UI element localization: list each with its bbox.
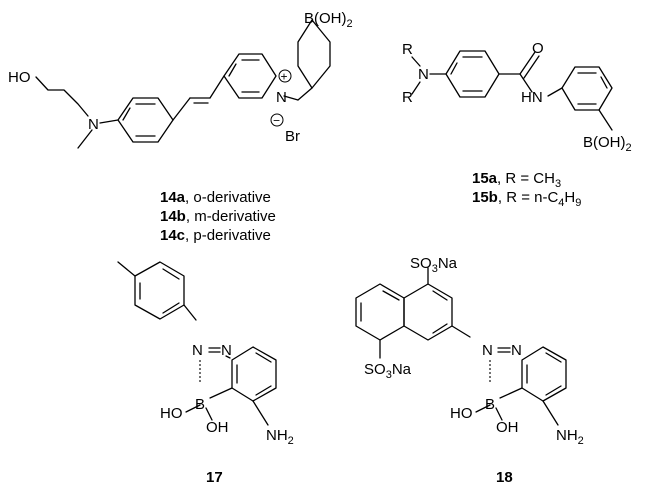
c18-boron-label: B [485,396,495,413]
c14-minus-charge-circle [270,113,284,127]
c17-boron-label: B [195,396,205,413]
c14-amine-n-label: N [88,116,99,133]
compound-17-structure [117,261,277,426]
c15-amine-n-label: N [418,66,429,83]
compound-15-structure [411,50,613,131]
c17-n1-label: N [192,342,203,359]
c17-oh-label: OH [206,419,229,436]
c15-r2-label: R [402,89,413,106]
c18-so3na-bottom-label: SO3Na [364,361,412,381]
c17-nh2-label: NH2 [266,427,294,447]
c14-ho-label: HO [8,69,31,86]
c17-ho-label: HO [160,405,183,422]
caption-17: 17 [206,469,223,486]
c14-minus-charge: − [273,114,280,128]
c14-plus-charge-circle [278,69,292,83]
c15-r1-label: R [402,41,413,58]
c18-nh2-label: NH2 [556,427,584,447]
c14-plus-charge: + [281,70,288,84]
caption-14b: 14b, m-derivative [160,208,276,225]
c15-boronic-label: B(OH)2 [583,134,632,154]
c15-carbonyl-o-label: O [532,40,544,57]
c18-n1-label: N [482,342,493,359]
c14-bromide-label: Br [285,128,300,145]
caption-14a: 14a, o-derivative [160,189,271,206]
caption-15b: 15b, R = n-C4H9 [472,189,581,209]
c14-pyridinium-n-label: N [276,89,287,106]
c14-boronic-label: B(OH)2 [304,10,353,30]
caption-15a: 15a, R = CH3 [472,170,561,190]
c18-oh-label: OH [496,419,519,436]
caption-18: 18 [496,469,513,486]
caption-14c: 14c, p-derivative [160,227,271,244]
c18-ho-label: HO [450,405,473,422]
compound-14-structure [35,19,331,149]
c17-n2-label: N [221,342,232,359]
c18-n2-label: N [511,342,522,359]
c15-amide-hn-label: HN [521,89,543,106]
c18-so3na-top-label: SO3Na [410,255,458,275]
compound-18-structure [355,267,567,426]
